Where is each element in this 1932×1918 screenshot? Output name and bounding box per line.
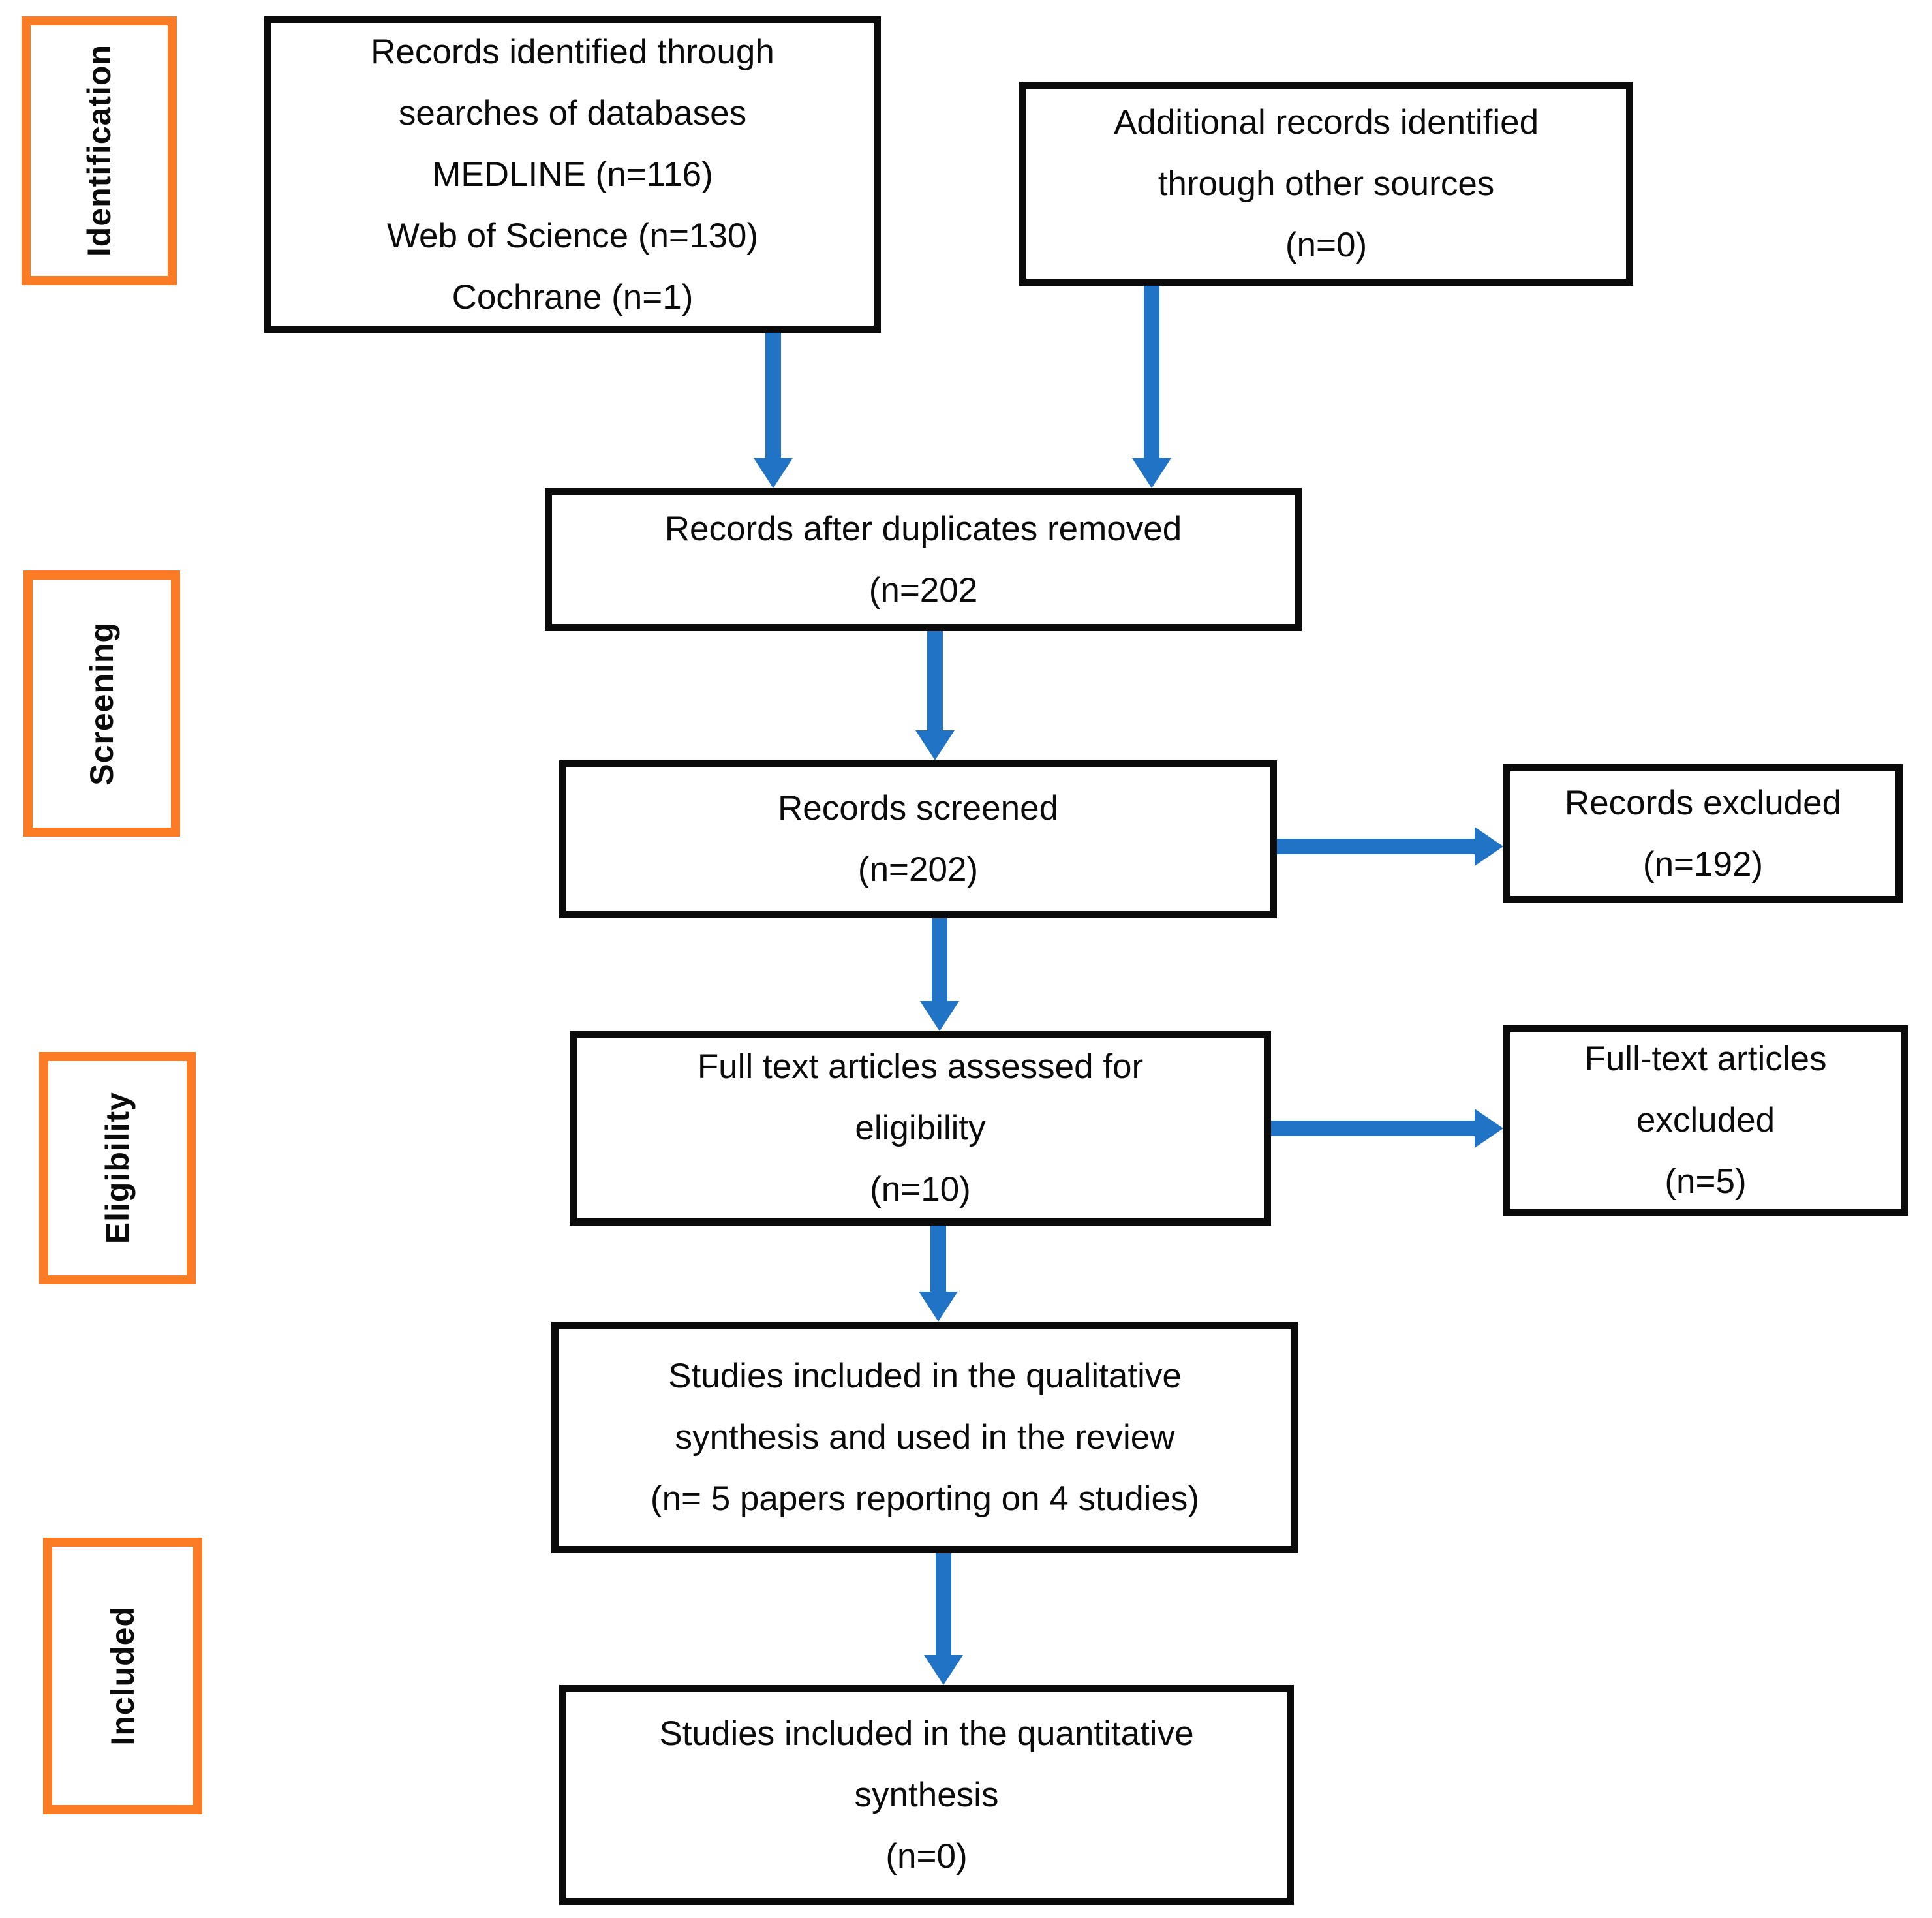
arrow-shaft	[1144, 286, 1159, 459]
arrow-shaft	[927, 631, 943, 732]
box-additional-records: Additional records identified through ot…	[1019, 82, 1633, 286]
box-text-line: Records identified through	[371, 32, 774, 71]
arrow-shaft	[932, 918, 947, 1002]
stage-label-screening: Screening	[84, 621, 120, 786]
stage-box-identification: Identification	[22, 16, 177, 285]
stage-box-screening: Screening	[23, 570, 180, 837]
arrow-head	[1475, 827, 1503, 866]
stage-label-included: Included	[104, 1606, 141, 1746]
arrow-head	[920, 1001, 959, 1031]
box-text-line: (n=0)	[1285, 225, 1368, 264]
box-text-line: (n=10)	[870, 1170, 971, 1209]
arrow-shaft	[936, 1553, 951, 1656]
arrow-shaft	[930, 1226, 946, 1293]
box-text-line: through other sources	[1158, 164, 1495, 203]
box-full-text-assessed: Full text articles assessed for eligibil…	[570, 1031, 1271, 1226]
arrow-head	[1475, 1109, 1503, 1148]
box-text-line: MEDLINE (n=116)	[432, 155, 713, 194]
arrow-down-icon	[924, 1553, 963, 1685]
arrow-shaft	[1271, 1121, 1476, 1136]
box-quantitative-synthesis: Studies included in the quantitative syn…	[559, 1685, 1294, 1905]
box-text-line: eligibility	[855, 1109, 986, 1147]
box-text-line: (n=5)	[1664, 1162, 1747, 1201]
arrow-down-icon	[754, 333, 793, 488]
arrow-right-icon	[1271, 1109, 1503, 1148]
box-text-line: Studies included in the qualitative	[668, 1356, 1182, 1395]
arrow-shaft	[765, 333, 781, 459]
arrow-down-icon	[1132, 286, 1171, 488]
box-full-text-excluded: Full-text articles excluded (n=5)	[1503, 1025, 1908, 1216]
box-records-screened: Records screened (n=202)	[559, 760, 1277, 918]
arrow-down-icon	[920, 918, 959, 1031]
box-text-line: synthesis	[854, 1775, 999, 1814]
arrow-head	[1132, 458, 1171, 488]
stage-box-included: Included	[43, 1538, 202, 1814]
arrow-head	[754, 458, 793, 488]
box-text-line: searches of databases	[398, 93, 747, 132]
box-text-line: (n=202)	[857, 850, 979, 889]
box-text-line: Records after duplicates removed	[664, 509, 1182, 548]
box-records-after-duplicates: Records after duplicates removed (n=202	[545, 488, 1302, 631]
box-text-line: (n=192)	[1642, 844, 1764, 884]
arrow-down-icon	[915, 631, 955, 760]
box-text-line: Cochrane (n=1)	[452, 277, 694, 317]
box-text-line: Full-text articles	[1584, 1040, 1827, 1078]
arrow-head	[919, 1292, 958, 1322]
stage-box-eligibility: Eligibility	[39, 1052, 196, 1284]
arrow-right-icon	[1277, 827, 1503, 866]
arrow-shaft	[1277, 839, 1476, 854]
box-text-line: Additional records identified	[1113, 102, 1539, 142]
box-text-line: Records excluded	[1564, 783, 1842, 822]
arrow-head	[915, 730, 955, 760]
box-text-line: Records screened	[777, 789, 1059, 828]
stage-label-identification: Identification	[81, 44, 117, 257]
box-qualitative-synthesis: Studies included in the qualitative synt…	[551, 1322, 1298, 1553]
box-records-identified: Records identified through searches of d…	[264, 16, 881, 333]
box-text-line: (n=0)	[885, 1836, 968, 1876]
arrow-down-icon	[919, 1226, 958, 1322]
box-text-line: synthesis and used in the review	[675, 1417, 1175, 1457]
box-text-line: Studies included in the quantitative	[659, 1714, 1194, 1753]
box-records-excluded: Records excluded (n=192)	[1503, 764, 1903, 903]
box-text-line: excluded	[1636, 1101, 1775, 1139]
box-text-line: (n= 5 papers reporting on 4 studies)	[650, 1479, 1200, 1518]
stage-label-eligibility: Eligibility	[99, 1092, 136, 1245]
arrow-head	[924, 1655, 963, 1685]
box-text-line: Full text articles assessed for	[697, 1047, 1144, 1086]
box-text-line: Web of Science (n=130)	[386, 216, 759, 255]
box-text-line: (n=202	[868, 570, 978, 610]
